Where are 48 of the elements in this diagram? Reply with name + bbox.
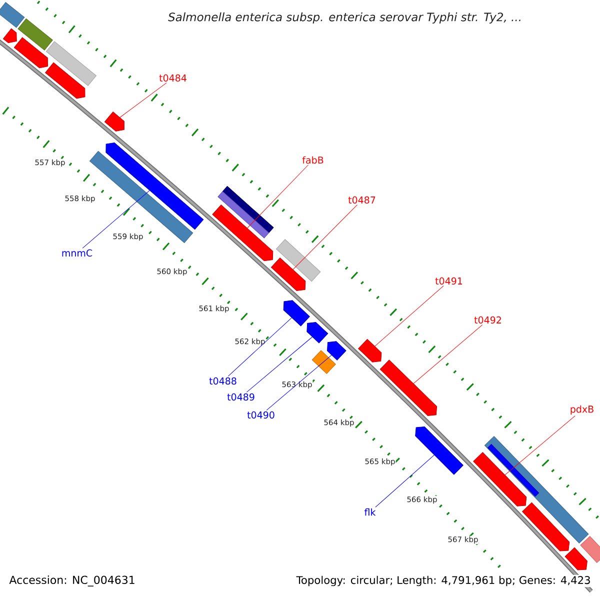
gene-block bbox=[212, 204, 274, 262]
leader-line bbox=[247, 164, 309, 228]
gene-block bbox=[2, 28, 17, 44]
leader-line bbox=[82, 190, 150, 248]
leader-line bbox=[246, 336, 312, 392]
footer-text: Accession: NC_004631 bbox=[8, 574, 136, 588]
gene-block bbox=[564, 547, 588, 570]
gene-block bbox=[488, 444, 540, 497]
gene-label: t0492 bbox=[474, 316, 501, 324]
gene-label: fabB bbox=[302, 156, 324, 164]
gene-block bbox=[106, 142, 204, 230]
gene-block bbox=[358, 338, 382, 362]
leader-line bbox=[504, 416, 576, 476]
gene-label: t0487 bbox=[348, 196, 376, 204]
gene-block bbox=[104, 112, 124, 132]
gene-block bbox=[270, 258, 306, 291]
gene-block bbox=[14, 37, 48, 68]
gene-block bbox=[283, 300, 310, 326]
gene-label: t0488 bbox=[209, 377, 236, 385]
gene-block bbox=[580, 536, 600, 563]
gene-block bbox=[46, 41, 96, 86]
gene-label: t0490 bbox=[247, 411, 274, 419]
gene-block bbox=[276, 239, 321, 282]
leader-line bbox=[375, 454, 434, 508]
gene-label: t0491 bbox=[435, 277, 462, 285]
gene-label: t0489 bbox=[227, 393, 254, 401]
leader-line bbox=[374, 286, 444, 346]
leader-line bbox=[228, 318, 292, 376]
leader-line bbox=[120, 82, 167, 118]
gene-label: flk bbox=[364, 508, 376, 516]
gene-block bbox=[473, 452, 527, 506]
gene-block bbox=[312, 350, 336, 374]
gene-block bbox=[306, 322, 328, 344]
gene-block bbox=[18, 18, 53, 50]
gene-block bbox=[415, 426, 464, 475]
gene-label: pdxB bbox=[570, 405, 594, 415]
gene-block bbox=[380, 360, 438, 416]
leader-line bbox=[266, 354, 332, 410]
gene-block bbox=[0, 2, 25, 28]
gene-block bbox=[327, 341, 346, 360]
gene-label: mnmC bbox=[62, 249, 92, 257]
title: Salmonella enterica subsp. enterica serovar Typhi str. Ty2, ... bbox=[168, 12, 520, 24]
leader-line bbox=[292, 204, 358, 270]
leader-line bbox=[413, 324, 483, 384]
gene-block bbox=[45, 62, 86, 99]
footer-text: Topology: circular; Length: 4,791,961 bp; Genes: 4,423 bbox=[295, 574, 592, 588]
gene-block bbox=[522, 502, 570, 552]
gene-label: t0484 bbox=[159, 74, 186, 82]
